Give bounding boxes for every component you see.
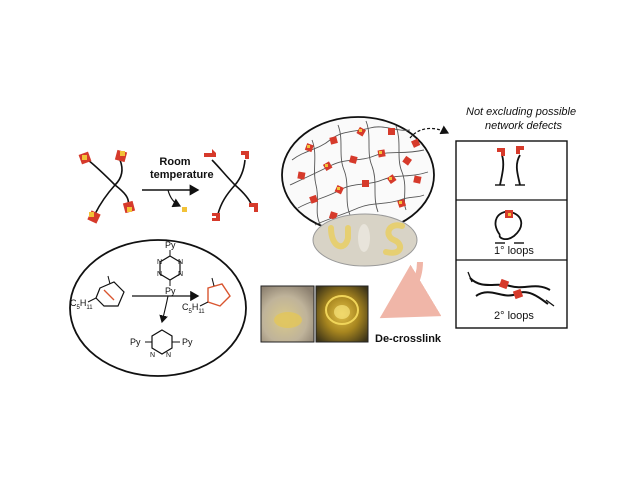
pyridazine-n1: N xyxy=(150,352,156,359)
pyridazine-py-left: Py xyxy=(130,337,141,347)
secondary-loops-label: 2° loops xyxy=(494,310,534,322)
pyridazine-py-right: Py xyxy=(182,337,193,347)
star-polymer-with-crosslinkers xyxy=(78,149,136,224)
tetrazine-n1: N xyxy=(157,259,163,266)
primary-loops-label: 1° loops xyxy=(494,245,534,257)
crosslinker-icon xyxy=(87,210,101,224)
decrosslink-arrow xyxy=(379,261,442,319)
tetrazine-py-bottom: Py xyxy=(165,286,176,296)
reactant-pentyl-label: C5H11 xyxy=(70,298,93,311)
secondary-loop-icon xyxy=(467,271,555,307)
reaction-arrow xyxy=(142,184,200,212)
room-temperature-label: Room temperature xyxy=(150,156,214,182)
gel-photo-ellipse xyxy=(312,213,418,267)
defects-note-line1: Not excluding possible xyxy=(466,106,577,118)
crosslinker-icon xyxy=(78,151,92,165)
pyridazine-n2: N xyxy=(166,352,172,359)
decrosslink-label: De-crosslink xyxy=(375,333,442,345)
decrosslinked-photo-1 xyxy=(260,285,315,343)
network-defects-panel xyxy=(455,140,568,329)
defects-dashed-arrow xyxy=(409,125,450,139)
star-polymer-product xyxy=(204,149,258,221)
primary-loop-icon xyxy=(494,210,524,244)
room-temperature-line2: temperature xyxy=(150,169,214,181)
product-pentyl-label: C5H11 xyxy=(182,302,205,315)
polymer-network-circle xyxy=(281,116,435,234)
tetrazine-n3: N xyxy=(157,271,163,278)
retro-diels-alder-scheme xyxy=(69,239,247,377)
defects-note: Not excluding possible network defects xyxy=(466,105,577,133)
released-byproduct-icon xyxy=(182,207,187,212)
tetrazine-py-top: Py xyxy=(165,240,176,250)
tetrazine-n4: N xyxy=(178,271,184,278)
decrosslinked-photo-2 xyxy=(315,285,369,343)
tetrazine-n2: N xyxy=(178,259,184,266)
defects-note-line2: network defects xyxy=(484,120,562,132)
room-temperature-line1: Room xyxy=(159,156,191,168)
crosslinker-icon xyxy=(114,149,128,163)
dangling-ends-icon xyxy=(495,146,525,186)
crosslinker-icon xyxy=(122,200,136,214)
